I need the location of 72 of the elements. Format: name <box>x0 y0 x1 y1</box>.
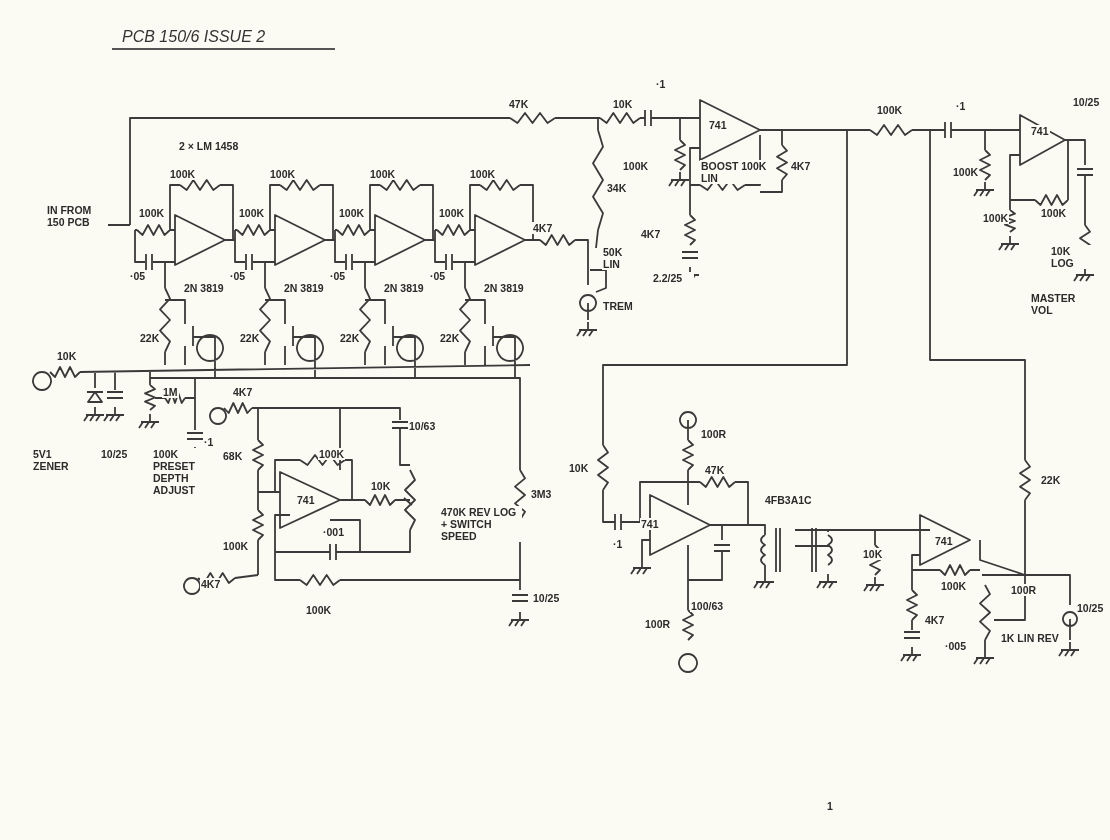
component-label: 100K <box>940 580 968 592</box>
component-label: 10/25 <box>1072 96 1101 108</box>
component-label: 22K <box>239 332 261 344</box>
component-label: 100K <box>622 160 650 172</box>
component-label: 741 <box>708 119 728 131</box>
component-label: ·1 <box>203 436 215 448</box>
component-label: 10/25 <box>532 592 561 604</box>
component-label: 4FB3A1C <box>764 494 813 506</box>
component-label: 34K <box>606 182 628 194</box>
component-label: 1K LIN REV <box>1000 632 1062 644</box>
component-label: 100K <box>269 168 297 180</box>
component-label: 4K7 <box>790 160 812 172</box>
component-label: ·05 <box>429 270 447 282</box>
component-label: 2.2/25 <box>652 272 694 284</box>
component-label: 741 <box>1030 125 1050 137</box>
component-label: 100K <box>318 448 346 460</box>
component-label: 10K LOG <box>1050 245 1092 269</box>
component-label: ·001 <box>322 526 345 538</box>
component-label: ·05 <box>229 270 247 282</box>
component-label: 100K <box>876 104 904 116</box>
component-label: 4K7 <box>640 228 662 240</box>
component-label: 100K <box>238 207 266 219</box>
component-label: 3M3 <box>530 488 553 500</box>
component-label: 22K <box>439 332 461 344</box>
component-label: 100K <box>169 168 197 180</box>
component-label: 100K <box>982 212 1010 224</box>
component-label: 741 <box>934 535 954 547</box>
component-label: ·1 <box>655 78 667 90</box>
schematic-title: PCB 150/6 ISSUE 2 <box>112 28 336 50</box>
component-label: 10K <box>56 350 78 362</box>
component-label: 22K <box>1040 474 1062 486</box>
component-label: 100R <box>644 618 672 630</box>
component-label: 100K <box>438 207 466 219</box>
component-label: 1M <box>162 386 179 398</box>
component-label: 4K7 <box>532 222 554 234</box>
component-label: 47K <box>704 464 726 476</box>
component-label: 100K <box>305 604 333 616</box>
component-label: 100K <box>338 207 366 219</box>
component-label: 22K <box>139 332 161 344</box>
component-label: 100K <box>1040 207 1068 219</box>
component-label: ·05 <box>329 270 347 282</box>
component-label: 10K <box>568 462 590 474</box>
component-label: 10K <box>612 98 634 110</box>
component-label: 10K <box>862 548 884 560</box>
component-label: 100/63 <box>690 600 725 612</box>
component-label: 2 × LM 1458 <box>178 140 240 152</box>
component-label: 100K <box>469 168 497 180</box>
component-label: 10/25 <box>1076 602 1105 614</box>
component-label: 10/63 <box>408 420 437 432</box>
component-label: 100R <box>1010 584 1038 596</box>
component-label: 1 <box>826 800 834 812</box>
component-label: 100K <box>138 207 166 219</box>
component-label: 100K <box>952 166 980 178</box>
component-label: 47K <box>508 98 530 110</box>
component-label: 741 <box>640 518 660 530</box>
component-label: 741 <box>296 494 316 506</box>
component-label: 4K7 <box>232 386 254 398</box>
component-label: 100K <box>222 540 250 552</box>
component-label: 100K <box>369 168 397 180</box>
component-label: IN FROM 150 PCB <box>46 204 108 228</box>
component-label: ·1 <box>612 538 624 550</box>
component-label: 4K7 <box>200 578 222 590</box>
component-label: 22K <box>339 332 361 344</box>
component-label: 4K7 <box>924 614 946 626</box>
component-label: ·005 <box>944 640 967 652</box>
component-label: ·05 <box>129 270 147 282</box>
component-label: TREM <box>602 300 634 312</box>
component-label: ·1 <box>955 100 967 112</box>
component-label: 68K <box>222 450 244 462</box>
component-label: 10K <box>370 480 392 492</box>
component-label: 100R <box>700 428 728 440</box>
component-label: 470K REV LOG + SWITCH SPEED <box>440 506 522 542</box>
